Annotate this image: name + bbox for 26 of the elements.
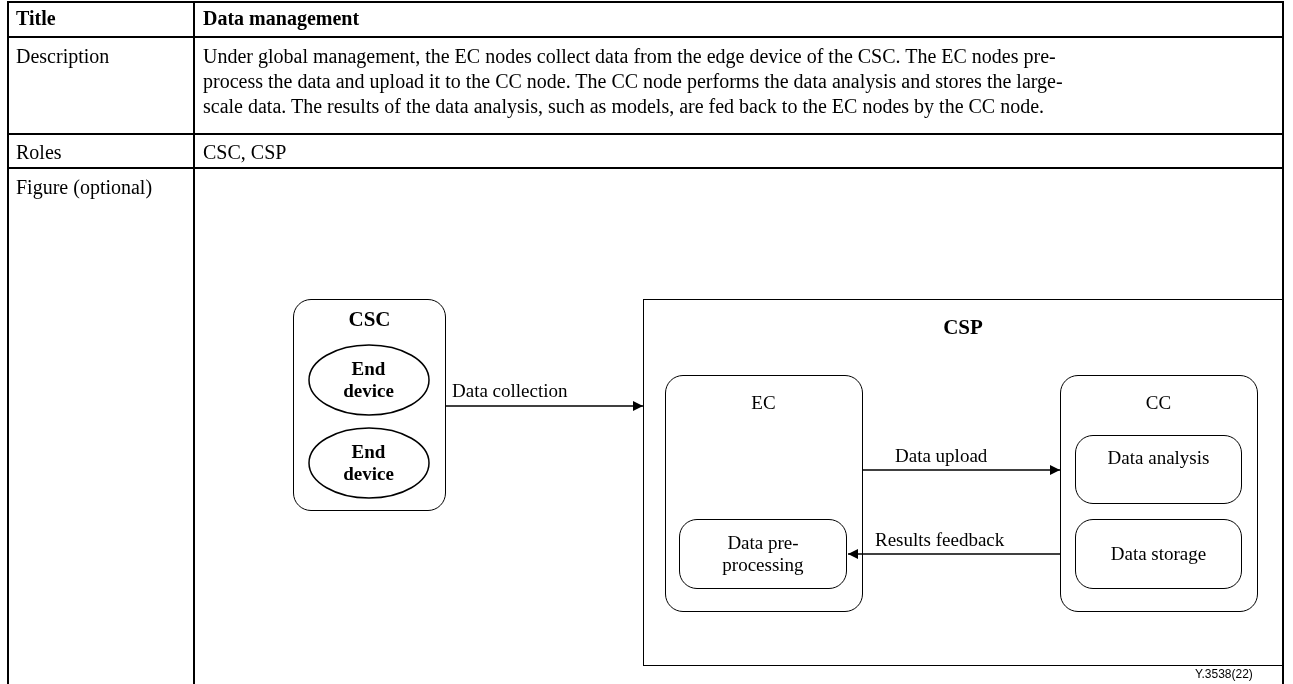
group-title: CSP xyxy=(942,316,984,338)
node-label: Data pre-processing xyxy=(721,532,805,576)
node-label: End device xyxy=(342,357,395,402)
figure-id: Y.3538(22) xyxy=(1195,667,1253,681)
group-box xyxy=(664,374,863,612)
node-label: End device xyxy=(342,440,395,485)
column-header: Data management xyxy=(203,6,360,31)
group-title: CC xyxy=(1144,391,1173,414)
node-label: Data analysis xyxy=(1106,447,1211,469)
row-heading: Figure (optional) xyxy=(16,175,153,200)
arrow xyxy=(445,401,644,411)
column-header: Title xyxy=(16,6,56,31)
group-box xyxy=(1059,374,1258,612)
arrow xyxy=(847,549,1061,559)
arrow xyxy=(862,465,1061,475)
process-box xyxy=(1075,519,1242,589)
description-text: Under global management, the EC nodes collect data from the edge device of the CSC. The EC nodes pre-process the data and upload it to the CC node. The CC node performs the data analysis and stores the large-scale data. The results of the data analysis, such as models, are fed back to the EC nodes by the CC node. xyxy=(203,44,1064,119)
process-box xyxy=(679,519,847,589)
row-heading: Roles xyxy=(16,140,62,165)
node-label: Data storage xyxy=(1109,543,1208,565)
roles-text: CSC, CSP xyxy=(203,140,287,165)
group-title: EC xyxy=(750,391,777,414)
group-box xyxy=(293,299,446,511)
row-heading: Description xyxy=(16,44,110,69)
process-box xyxy=(1075,435,1242,504)
group-title: CSC xyxy=(347,308,392,330)
